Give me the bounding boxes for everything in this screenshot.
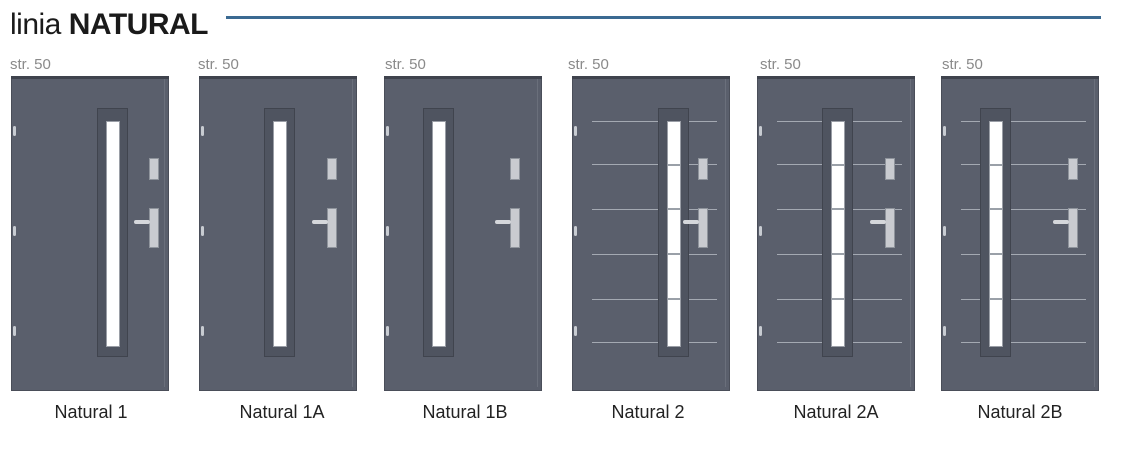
hinge — [13, 326, 16, 336]
hinge — [943, 126, 946, 136]
hinge — [13, 226, 16, 236]
hinge — [759, 126, 762, 136]
page-reference: str. 50 — [10, 56, 51, 73]
door-name: Natural 1A — [239, 402, 325, 422]
hinge — [201, 326, 204, 336]
door-image — [572, 76, 730, 391]
decor-stripe — [961, 254, 1086, 255]
hinge — [201, 226, 204, 236]
decor-stripe — [592, 254, 717, 255]
decor-stripe — [961, 342, 1086, 343]
lock-icon — [327, 158, 337, 180]
hinge — [759, 326, 762, 336]
glass-panel — [97, 108, 128, 357]
door-image — [199, 76, 357, 391]
glass-panel — [980, 108, 1011, 357]
door-handle-icon — [870, 220, 886, 224]
decor-stripe — [961, 121, 1086, 122]
door-handle-icon — [683, 220, 699, 224]
door-name: Natural 2 — [611, 402, 685, 422]
door-image — [11, 76, 169, 391]
hinge — [574, 126, 577, 136]
hinge — [13, 126, 16, 136]
decor-stripe — [592, 121, 717, 122]
decor-stripe — [961, 299, 1086, 300]
door-handle-icon — [495, 220, 511, 224]
decor-stripe — [592, 209, 717, 210]
hinge — [386, 226, 389, 236]
page-title: linia NATURAL — [10, 8, 208, 42]
decor-stripe — [961, 164, 1086, 165]
handle-plate — [327, 208, 337, 248]
title-light: linia — [10, 8, 61, 41]
hinge — [943, 326, 946, 336]
door-image — [384, 76, 542, 391]
hinge — [943, 226, 946, 236]
lock-icon — [1068, 158, 1078, 180]
decor-stripe — [961, 209, 1086, 210]
glass-panel — [658, 108, 689, 357]
handle-plate — [510, 208, 520, 248]
hinge — [759, 226, 762, 236]
door-handle-icon — [134, 220, 150, 224]
glass-panel — [423, 108, 454, 357]
door-handle-icon — [1053, 220, 1069, 224]
title-divider — [226, 16, 1101, 19]
lock-icon — [149, 158, 159, 180]
handle-plate — [1068, 208, 1078, 248]
lock-icon — [885, 158, 895, 180]
hinge — [386, 126, 389, 136]
door-name: Natural 1 — [54, 402, 128, 422]
handle-plate — [149, 208, 159, 248]
door-name: Natural 1B — [422, 402, 508, 422]
decor-stripe — [592, 299, 717, 300]
door-image — [757, 76, 915, 391]
door-name: Natural 2A — [793, 402, 879, 422]
page-reference: str. 50 — [760, 56, 801, 73]
glass-panel — [264, 108, 295, 357]
lock-icon — [510, 158, 520, 180]
decor-stripe — [592, 342, 717, 343]
handle-plate — [698, 208, 708, 248]
handle-plate — [885, 208, 895, 248]
lock-icon — [698, 158, 708, 180]
glass-panel — [822, 108, 853, 357]
door-image — [941, 76, 1099, 391]
hinge — [574, 326, 577, 336]
page-reference: str. 50 — [568, 56, 609, 73]
page-reference: str. 50 — [385, 56, 426, 73]
door-name: Natural 2B — [977, 402, 1063, 422]
title-bold: NATURAL — [68, 8, 209, 41]
hinge — [574, 226, 577, 236]
decor-stripe — [592, 164, 717, 165]
hinge — [386, 326, 389, 336]
page-reference: str. 50 — [942, 56, 983, 73]
door-handle-icon — [312, 220, 328, 224]
page-reference: str. 50 — [198, 56, 239, 73]
hinge — [201, 126, 204, 136]
